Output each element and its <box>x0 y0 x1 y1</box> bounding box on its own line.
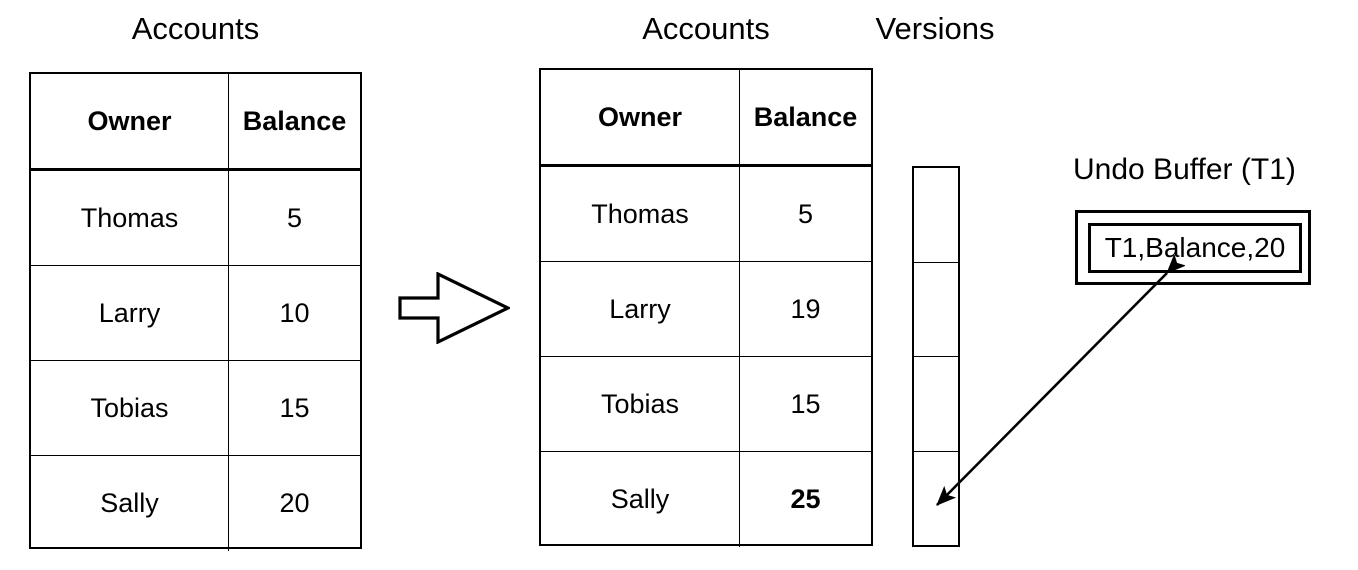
accounts-table-after: Owner Balance Thomas 5 Larry 19 Tobias 1… <box>539 68 873 547</box>
cell-owner: Thomas <box>541 167 740 261</box>
column-header-balance: Balance <box>753 101 858 132</box>
cell-owner: Thomas <box>31 171 229 265</box>
title-accounts-before: Accounts <box>131 11 260 46</box>
title-accounts-after: Accounts <box>642 11 770 46</box>
cell-owner: Sally <box>31 456 229 551</box>
accounts-table-before: Owner Balance Thomas 5 Larry 10 Tobias 1… <box>29 72 362 551</box>
table-row: Larry 10 <box>31 266 360 361</box>
cell-owner: Larry <box>541 262 740 356</box>
cell-balance: 15 <box>279 392 310 423</box>
versions-cell <box>914 263 958 357</box>
table-row: Larry 19 <box>541 262 871 357</box>
cell-owner: Tobias <box>541 357 740 451</box>
table-row: Tobias 15 <box>31 361 360 456</box>
cell-balance: 5 <box>797 198 814 229</box>
column-header-owner: Owner <box>541 70 740 164</box>
table-header-row: Owner Balance <box>541 70 871 167</box>
title-versions: Versions <box>875 11 995 46</box>
undo-buffer-entry-text: T1,Balance,20 <box>1104 232 1286 263</box>
undo-buffer-box: T1,Balance,20 <box>1075 210 1311 285</box>
versions-cell-linked <box>914 452 958 546</box>
table-row: Thomas 5 <box>541 167 871 262</box>
cell-balance: 20 <box>279 488 310 518</box>
cell-balance-highlighted: 25 <box>790 484 821 514</box>
versions-cell <box>914 168 958 263</box>
table-row: Thomas 5 <box>31 171 360 266</box>
table-row: Sally 20 <box>31 456 360 551</box>
versions-cell <box>914 357 958 452</box>
table-row: Tobias 15 <box>541 357 871 452</box>
cell-balance: 19 <box>790 293 821 324</box>
cell-balance: 5 <box>286 202 303 233</box>
table-header-row: Owner Balance <box>31 74 360 171</box>
table-row: Sally 25 <box>541 452 871 547</box>
cell-owner: Sally <box>541 452 740 547</box>
title-undo-buffer: Undo Buffer (T1) <box>1073 153 1296 186</box>
cell-owner: Larry <box>31 266 229 360</box>
cell-balance: 10 <box>279 297 310 328</box>
column-header-owner: Owner <box>31 74 229 168</box>
cell-owner: Tobias <box>31 361 229 455</box>
undo-buffer-entry: T1,Balance,20 <box>1088 223 1302 273</box>
versions-strip <box>912 166 960 547</box>
column-header-balance: Balance <box>242 105 347 136</box>
cell-balance: 15 <box>790 388 821 419</box>
block-arrow-right-icon <box>398 272 510 344</box>
